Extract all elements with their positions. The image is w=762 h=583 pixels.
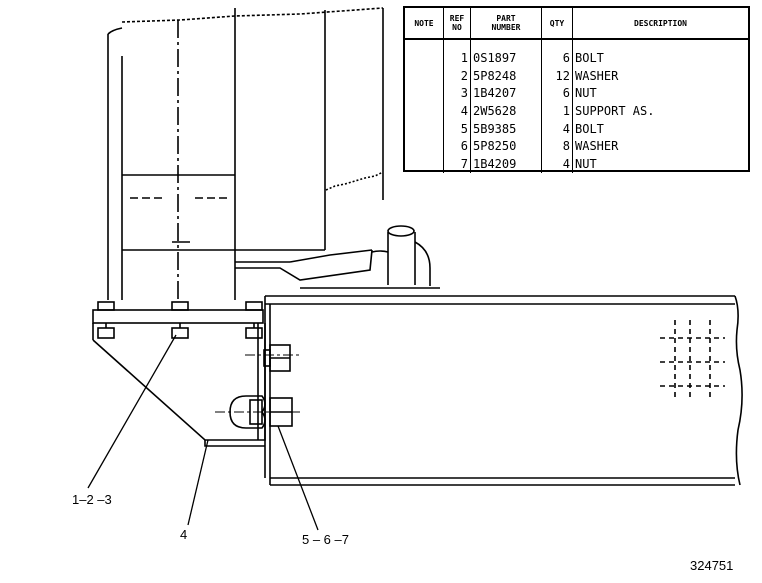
- main-beam: [264, 295, 743, 486]
- cell-part-number: 0S1897: [470, 39, 542, 68]
- cell-part-number: 5P8250: [470, 137, 542, 156]
- cell-qty: 8: [541, 137, 573, 156]
- cell-ref: 2: [443, 67, 471, 86]
- table-row: 3 1B4207 6 NUT: [405, 85, 748, 103]
- cell-note: [405, 120, 444, 138]
- cell-part-number: 5P8248: [470, 67, 542, 86]
- table-row: 2 5P8248 12 WASHER: [405, 67, 748, 86]
- cell-qty: 4: [541, 155, 573, 174]
- cell-description: WASHER: [575, 68, 619, 83]
- cell-description: BOLT: [575, 51, 604, 66]
- cell-note: [405, 137, 444, 156]
- table-row: 5 5B9385 4 BOLT: [405, 120, 748, 138]
- cell-part-number: 2W5628: [470, 102, 542, 121]
- cell-part-number: 1B4207: [470, 85, 542, 103]
- cell-ref: 7: [443, 155, 471, 174]
- cell-qty: 1: [541, 102, 573, 121]
- cell-description: NUT: [575, 86, 597, 101]
- header-description: DESCRIPTION: [572, 8, 748, 40]
- table-row: 1 0S1897 6 BOLT: [405, 39, 748, 68]
- cell-ref: 4: [443, 102, 471, 121]
- cell-part-number: 5B9385: [470, 120, 542, 138]
- cell-description: SUPPORT AS.: [575, 104, 655, 119]
- upper-housing: [107, 7, 384, 300]
- header-note: NOTE: [405, 8, 444, 40]
- table-row: 6 5P8250 8 WASHER: [405, 137, 748, 156]
- header-qty: QTY: [541, 8, 573, 40]
- cell-note: [405, 85, 444, 103]
- table-row: 7 1B4209 4 NUT: [405, 155, 748, 174]
- cell-description: BOLT: [575, 121, 604, 136]
- cell-ref: 5: [443, 120, 471, 138]
- cell-note: [405, 102, 444, 121]
- cell-note: [405, 67, 444, 86]
- plate-bolts: [97, 301, 263, 339]
- cell-qty: 12: [541, 67, 573, 86]
- cell-ref: 3: [443, 85, 471, 103]
- leader-lines: [87, 334, 319, 531]
- callout-1-2-3: 1–2 –3: [72, 492, 112, 507]
- cell-part-number: 1B4209: [470, 155, 542, 174]
- side-bolts: [229, 344, 293, 429]
- mounting-plate: [92, 309, 264, 340]
- cell-qty: 4: [541, 120, 573, 138]
- cell-note: [405, 39, 444, 68]
- cell-description: WASHER: [575, 139, 619, 154]
- drawing-number: 324751: [690, 558, 734, 573]
- callout-5-6-7: 5 – 6 –7: [302, 532, 349, 547]
- table-row: 4 2W5628 1 SUPPORT AS.: [405, 102, 748, 121]
- cell-note: [405, 155, 444, 174]
- cell-ref: 6: [443, 137, 471, 156]
- cell-qty: 6: [541, 85, 573, 103]
- linkage: [235, 225, 440, 289]
- cell-ref: 1: [443, 39, 471, 68]
- callout-4: 4: [180, 527, 188, 542]
- cell-description: NUT: [575, 156, 597, 171]
- cell-qty: 6: [541, 39, 573, 68]
